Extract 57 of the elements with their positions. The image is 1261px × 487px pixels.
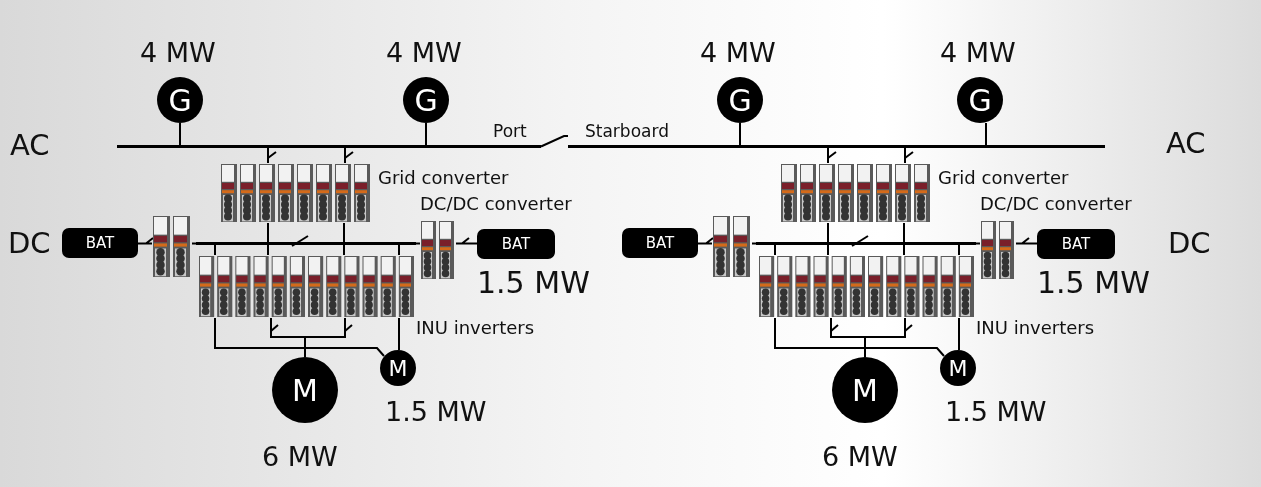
motor-symbol: M [272,357,338,423]
connector-line [985,122,987,146]
generator-symbol: G [717,77,763,123]
connector-line [214,244,400,256]
connector-line [739,122,741,146]
power-rating: 4 MW [940,37,1016,68]
power-rating: 1.5 MW [1037,265,1150,300]
power-rating: 6 MW [822,441,898,472]
switch-label: Starboard [585,121,669,141]
connector-line [415,242,421,245]
generator-symbol: G [157,77,203,123]
bus-label: DC [1168,226,1211,260]
power-rating: 1.5 MW [385,396,487,427]
power-rating: 4 MW [140,37,216,68]
generator-symbol: G [403,77,449,123]
component-label: INU inverters [976,317,1095,338]
power-rating: 4 MW [700,37,776,68]
connector-line [1015,237,1038,245]
battery-box: BAT [477,229,555,259]
power-rating: 1.5 MW [945,396,1047,427]
connector-line [751,242,757,245]
component-label: Grid converter [378,167,509,188]
generator-symbol: G [957,77,1003,123]
bus-label: AC [10,128,50,162]
motor-symbol: M [832,357,898,423]
power-rating: 1.5 MW [477,265,590,300]
battery-box: BAT [62,228,138,258]
connector-line [774,317,960,357]
switch-label: Port [493,121,527,141]
component-label: Grid converter [938,167,1069,188]
connector-line [267,222,345,243]
bus-label: DC [8,226,51,260]
power-rating: 4 MW [386,37,462,68]
connector-line [137,237,154,245]
connector-line [540,135,569,148]
connector-line [214,317,400,357]
connector-line [827,222,905,243]
connector-line [191,242,197,245]
motor-symbol: M [940,350,976,386]
power-rating: 6 MW [262,441,338,472]
connector-line [425,122,427,146]
connector-line [774,244,960,256]
component-label: DC/DC converter [980,193,1132,214]
battery-box: BAT [622,228,698,258]
connector-line [267,147,354,164]
connector-line [697,237,714,245]
connector-line [270,317,353,358]
component-label: INU inverters [416,317,535,338]
connector-line [455,237,478,245]
connector-line [827,147,914,164]
connector-line [975,242,981,245]
battery-box: BAT [1037,229,1115,259]
motor-symbol: M [380,350,416,386]
connector-line [830,317,913,358]
bus-label: AC [1166,126,1206,160]
connector-line [179,122,181,146]
component-label: DC/DC converter [420,193,572,214]
